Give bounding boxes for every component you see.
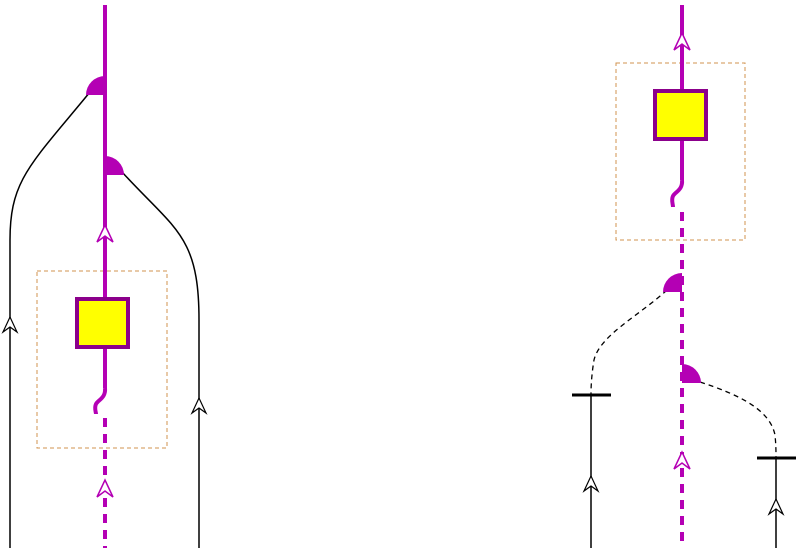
left-lower-half-disk-vertex-icon xyxy=(105,156,124,175)
left-right-arrowhead-icon xyxy=(190,396,208,415)
left-diagram xyxy=(1,5,208,548)
left-dashed-frame xyxy=(36,270,168,449)
right-left-dashed-branch xyxy=(590,289,668,395)
left-upper-purple-arrowhead-icon xyxy=(96,223,114,243)
left-lower-purple-arrowhead-icon xyxy=(96,478,114,498)
right-right-arrowhead-icon xyxy=(767,497,785,516)
left-wiggle-break-icon xyxy=(93,387,108,415)
right-lower-half-disk-vertex-icon xyxy=(682,364,701,383)
left-inner-black-strand xyxy=(121,171,200,548)
left-square-node-icon xyxy=(75,297,130,349)
right-diagram xyxy=(572,5,796,548)
right-upper-purple-arrowhead-icon xyxy=(673,31,691,51)
left-outer-arrowhead-icon xyxy=(1,315,19,334)
right-upper-half-disk-vertex-icon xyxy=(663,273,682,292)
left-outer-black-strand xyxy=(9,91,91,548)
left-upper-half-disk-vertex-icon xyxy=(86,76,105,95)
right-lower-purple-arrowhead-icon xyxy=(673,450,691,470)
right-square-node-icon xyxy=(653,89,708,141)
right-left-arrowhead-icon xyxy=(582,474,600,493)
right-wiggle-break-icon xyxy=(670,179,685,208)
right-right-dashed-branch xyxy=(699,381,777,458)
